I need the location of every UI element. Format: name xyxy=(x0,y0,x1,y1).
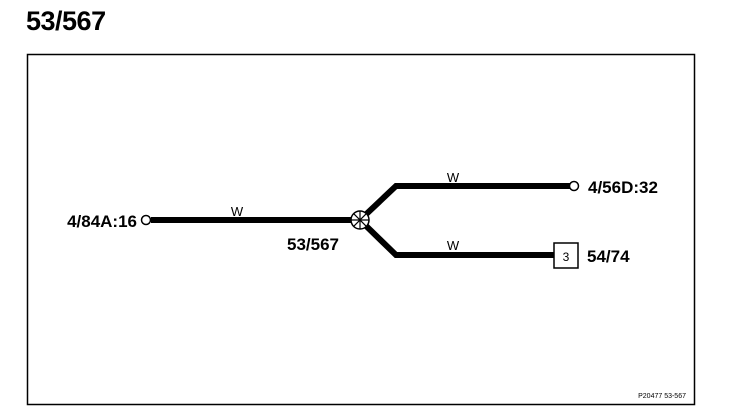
footer-code: P20477 53-567 xyxy=(638,393,686,400)
splice-label: 53/567 xyxy=(287,235,339,254)
terminal-top-right-icon xyxy=(568,180,580,192)
component-box xyxy=(553,242,579,269)
connector-bottom-right-label: 54/74 xyxy=(587,247,630,266)
wire-top-color: W xyxy=(447,170,460,185)
component-box-number: 3 xyxy=(563,250,570,264)
connector-left-label: 4/84A:16 xyxy=(67,212,137,231)
diagram-frame xyxy=(26,53,696,406)
wire-top-right xyxy=(357,183,570,223)
wire-left-color: W xyxy=(231,204,244,219)
wire-bottom-right xyxy=(357,217,554,258)
terminal-left-icon xyxy=(140,214,152,226)
wire-bottom-color: W xyxy=(447,238,460,253)
page-title: 53/567 xyxy=(26,6,106,36)
splice-icon xyxy=(350,210,370,230)
connector-top-right-label: 4/56D:32 xyxy=(588,178,658,197)
